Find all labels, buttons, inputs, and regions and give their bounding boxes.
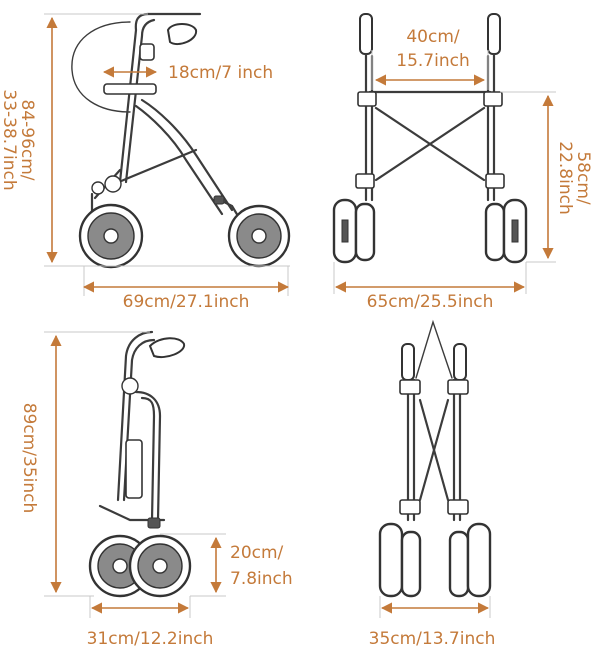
front-open-walker-illustration	[332, 13, 528, 264]
front-open-seat-height-label-line1: 58cm/	[573, 151, 593, 205]
front-folded-walker-illustration	[378, 319, 492, 598]
front-open-width-label: 65cm/25.5inch	[367, 292, 494, 312]
side-open-seat-depth-label: 18cm/7 inch	[168, 63, 273, 83]
side-open-height-label-line1: 84-96cm/	[17, 99, 37, 180]
side-folded-walker-illustration	[88, 330, 192, 598]
side-open-view: 84-96cm/ 33-38.7inch 18cm/7 inch 69cm/27…	[0, 12, 291, 312]
front-open-seat-height-label-line2: 22.8inch	[555, 141, 575, 214]
side-folded-height-label: 89cm/35inch	[19, 403, 39, 514]
side-folded-wheel-height-label-line1: 20cm/	[230, 543, 284, 563]
front-open-view: 40cm/ 15.7inch 58cm/ 22.8inch 65cm/25.5i…	[332, 13, 593, 312]
side-folded-depth-label: 31cm/12.2inch	[87, 629, 214, 649]
side-open-length-label: 69cm/27.1inch	[123, 292, 250, 312]
side-folded-view: 89cm/35inch 20cm/ 7.8inch 31cm/12.2inch	[19, 330, 293, 649]
side-folded-wheel-height-label-line2: 7.8inch	[230, 569, 293, 589]
front-open-inner-width-label-line2: 15.7inch	[396, 51, 469, 71]
front-open-inner-width-label-line1: 40cm/	[406, 27, 460, 47]
side-open-height-label-line2: 33-38.7inch	[0, 89, 19, 190]
front-folded-width-label: 35cm/13.7inch	[369, 629, 496, 649]
front-folded-view: 35cm/13.7inch	[369, 319, 496, 649]
side-open-walker-illustration	[71, 12, 291, 269]
